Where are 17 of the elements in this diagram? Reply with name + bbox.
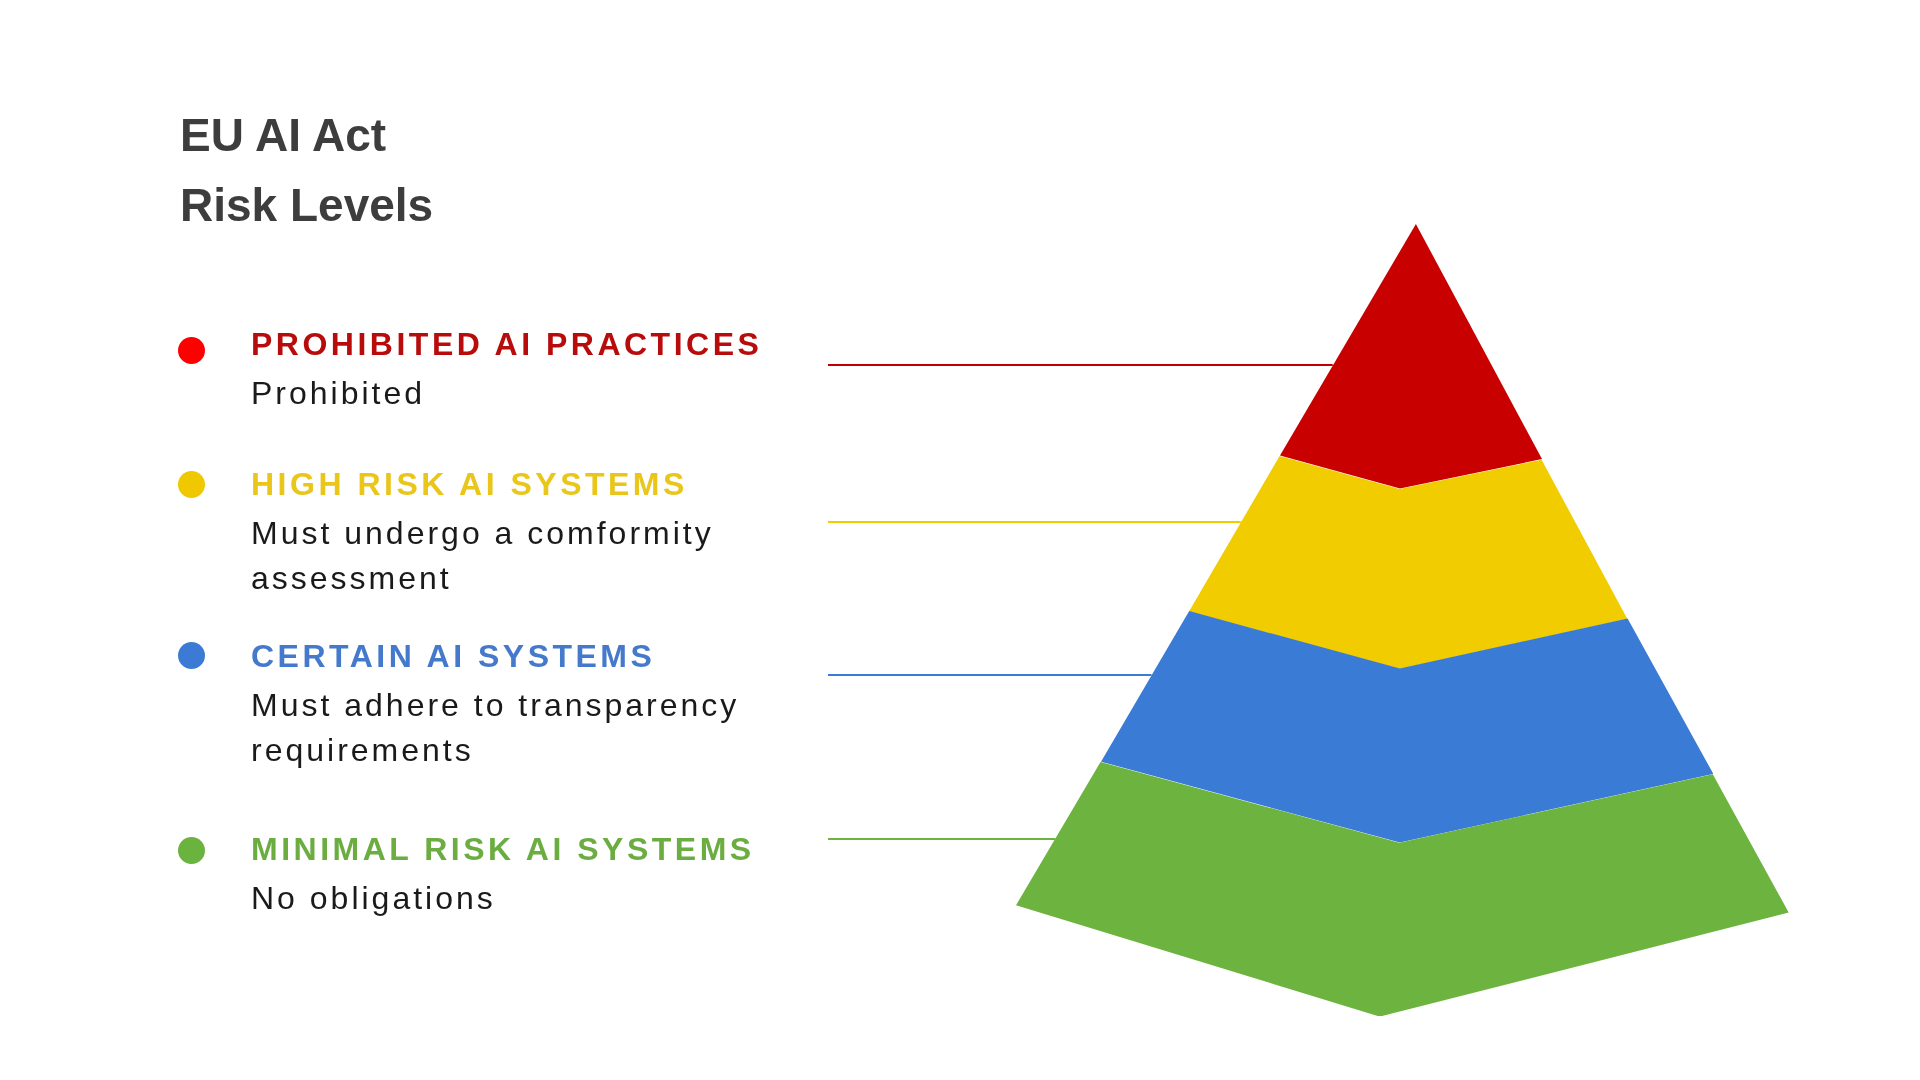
risk-level-description: Must adhere to transparency requirements — [251, 686, 741, 770]
pyramid-tier — [1016, 761, 1789, 1017]
leader-line — [827, 364, 1334, 366]
risk-level-description: Must undergo a comformity assessment — [251, 514, 715, 598]
risk-level-heading: CERTAIN AI SYSTEMS — [251, 637, 656, 676]
leader-line — [827, 521, 1242, 523]
risk-level-heading: MINIMAL RISK AI SYSTEMS — [251, 830, 755, 869]
risk-level-heading: PROHIBITED AI PRACTICES — [251, 325, 763, 364]
pyramid-tier — [1189, 455, 1628, 669]
risk-level-description: Prohibited — [251, 374, 427, 413]
risk-level-heading: HIGH RISK AI SYSTEMS — [251, 465, 688, 504]
leader-line — [827, 674, 1153, 676]
pyramid-tier — [1279, 224, 1542, 489]
title: EU AI Act Risk Levels — [180, 108, 435, 233]
leader-line — [827, 838, 1057, 840]
risk-level-description: No obligations — [251, 879, 497, 918]
pyramid-tier — [1100, 611, 1714, 843]
